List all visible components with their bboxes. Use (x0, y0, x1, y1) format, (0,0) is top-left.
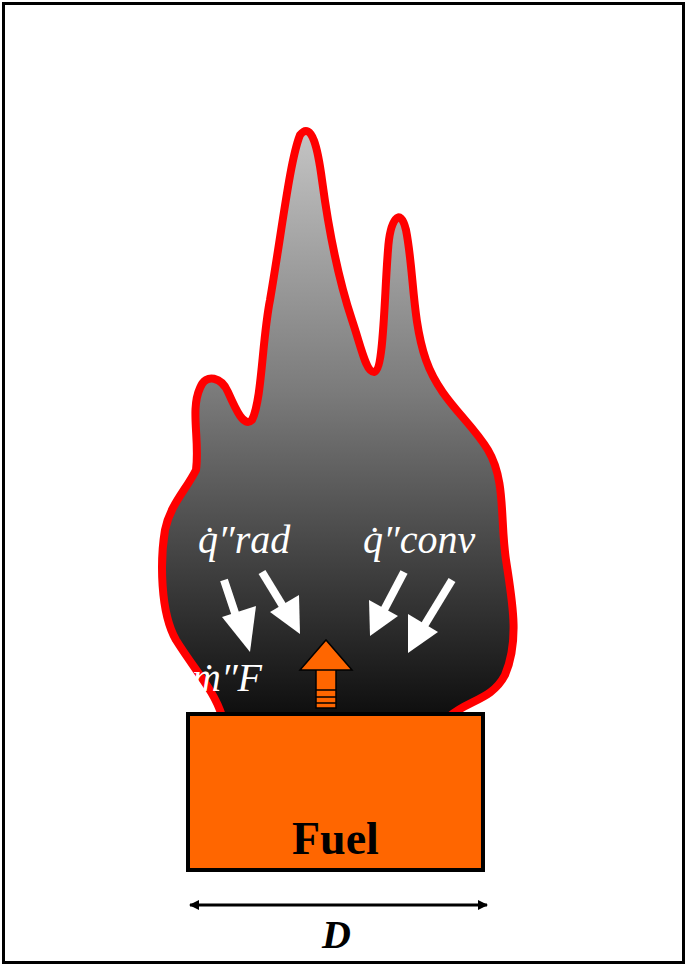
mass-flux-arrow (300, 640, 352, 708)
flame-region: q̇″rad q̇″conv ṁ″F (150, 120, 530, 720)
convection-arrow (369, 572, 452, 653)
fuel-box: Fuel (186, 712, 485, 872)
radiation-arrow (222, 572, 300, 652)
fuel-label: Fuel (292, 816, 379, 862)
flame-shape (150, 120, 530, 720)
flux-symbol: ṁ″F (192, 658, 262, 698)
flux-symbol: q̇″rad (198, 520, 290, 560)
dimension-label: D (322, 915, 351, 955)
dimension-line (190, 904, 487, 907)
flux-symbol: q̇″conv (363, 520, 475, 560)
